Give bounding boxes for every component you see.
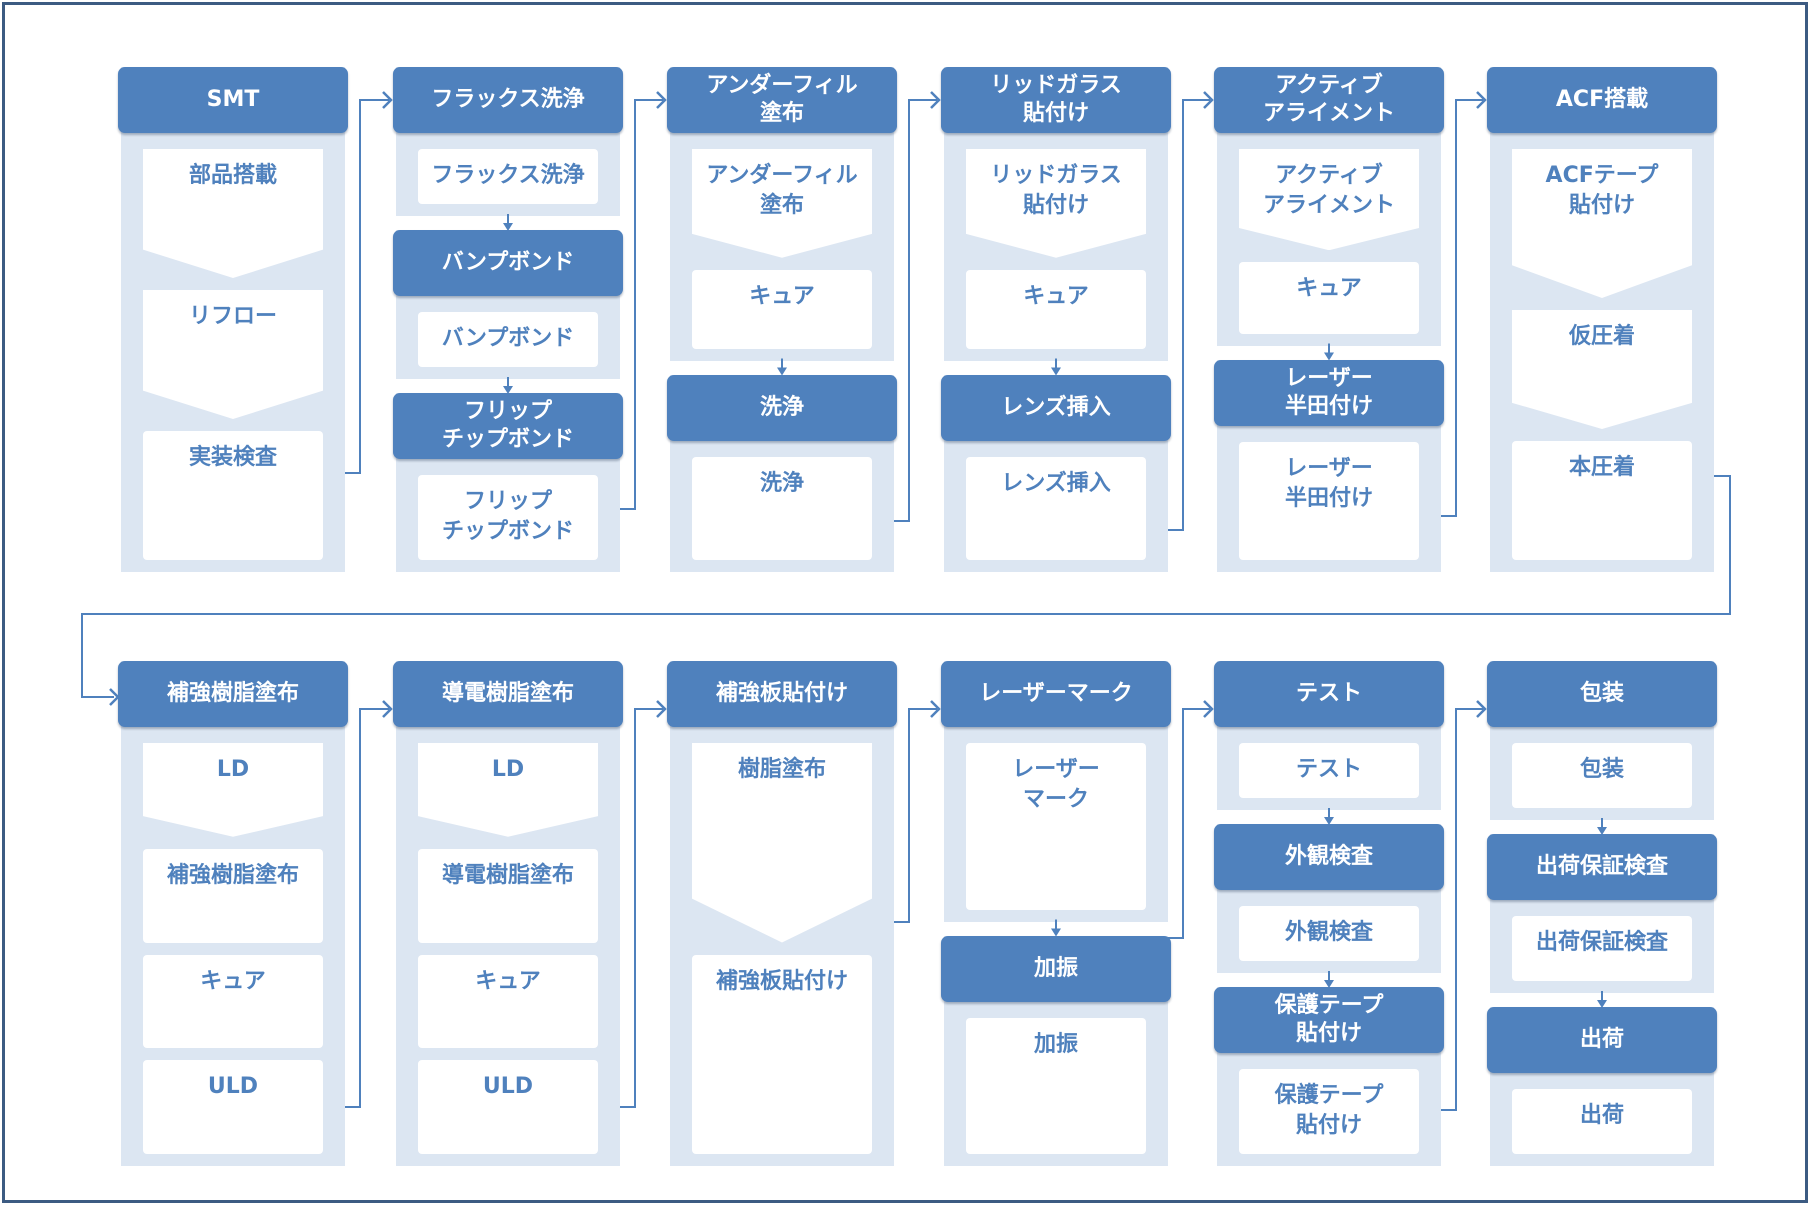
process-header-r0-c2-s0: アンダーフィル 塗布 [667, 67, 897, 133]
process-step-r1-c0-s0-1: 補強樹脂塗布 [143, 848, 323, 943]
process-step-r0-c2-s1-0: 洗浄 [692, 456, 872, 560]
process-step-r1-c0-s0-3: ULD [143, 1060, 323, 1154]
process-step-r0-c2-s0-0: アンダーフィル 塗布 [692, 149, 872, 258]
process-step-r1-c5-s0-0: 包装 [1512, 743, 1692, 808]
process-step-r0-c0-s0-0: 部品搭載 [143, 149, 323, 278]
process-step-r0-c1-s2-0: フリップ チップボンド [418, 475, 598, 560]
process-step-r1-c4-s1-0: 外観検査 [1239, 906, 1419, 961]
process-step-r0-c1-s1-0: バンプボンド [418, 312, 598, 367]
process-step-r1-c3-s1-0: 加振 [966, 1017, 1146, 1154]
process-step-r1-c2-s0-1: 補強板貼付け [692, 954, 872, 1154]
process-header-r0-c3-s0: リッドガラス 貼付け [941, 67, 1171, 133]
process-step-r0-c4-s0-0: アクティブ アライメント [1239, 149, 1419, 251]
process-step-r0-c5-s0-2: 本圧着 [1512, 441, 1692, 560]
process-step-r1-c3-s0-0: レーザー マーク [966, 743, 1146, 910]
process-step-r1-c4-s2-0: 保護テープ 貼付け [1239, 1069, 1419, 1154]
process-header-r1-c4-s1: 外観検査 [1214, 824, 1444, 890]
process-header-r1-c0-s0: 補強樹脂塗布 [118, 661, 348, 727]
process-header-r0-c2-s1: 洗浄 [667, 374, 897, 441]
process-header-r1-c5-s1: 出荷保証検査 [1487, 834, 1717, 900]
process-step-r0-c3-s0-1: キュア [966, 269, 1146, 349]
process-step-r0-c0-s0-1: リフロー [143, 290, 323, 419]
process-header-r1-c2-s0: 補強板貼付け [667, 661, 897, 727]
process-step-r1-c5-s1-0: 出荷保証検査 [1512, 916, 1692, 981]
process-step-r0-c4-s1-0: レーザー 半田付け [1239, 441, 1419, 560]
process-header-r1-c3-s1: 加振 [941, 935, 1171, 1002]
process-step-r0-c5-s0-0: ACFテープ 貼付け [1512, 149, 1692, 298]
process-header-r0-c1-s0: フラックス洗浄 [393, 67, 623, 133]
process-step-r0-c1-s0-0: フラックス洗浄 [418, 149, 598, 204]
process-header-r0-c0-s0: SMT [118, 67, 348, 133]
process-step-r1-c1-s0-0: LD [418, 743, 598, 837]
process-header-r0-c1-s1: バンプボンド [393, 230, 623, 296]
process-header-r0-c5-s0: ACF搭載 [1487, 67, 1717, 133]
process-header-r1-c5-s2: 出荷 [1487, 1007, 1717, 1073]
process-step-r0-c3-s1-0: レンズ挿入 [966, 456, 1146, 560]
process-header-r0-c3-s1: レンズ挿入 [941, 374, 1171, 441]
process-header-r0-c1-s2: フリップ チップボンド [393, 393, 623, 459]
process-step-r1-c4-s0-0: テスト [1239, 743, 1419, 798]
process-step-r0-c2-s0-1: キュア [692, 269, 872, 349]
process-step-r1-c1-s0-3: ULD [418, 1060, 598, 1154]
process-step-r0-c5-s0-1: 仮圧着 [1512, 310, 1692, 429]
process-step-r0-c4-s0-1: キュア [1239, 262, 1419, 334]
process-header-r1-c1-s0: 導電樹脂塗布 [393, 661, 623, 727]
process-step-r0-c0-s0-2: 実装検査 [143, 431, 323, 560]
process-step-r1-c1-s0-2: キュア [418, 954, 598, 1049]
process-step-r1-c5-s2-0: 出荷 [1512, 1089, 1692, 1154]
process-header-r1-c4-s0: テスト [1214, 661, 1444, 727]
process-header-r1-c5-s0: 包装 [1487, 661, 1717, 727]
process-step-r1-c0-s0-2: キュア [143, 954, 323, 1049]
process-step-r1-c2-s0-0: 樹脂塗布 [692, 743, 872, 943]
process-step-r1-c1-s0-1: 導電樹脂塗布 [418, 848, 598, 943]
process-header-r1-c3-s0: レーザーマーク [941, 661, 1171, 727]
process-header-r0-c4-s0: アクティブ アライメント [1214, 67, 1444, 133]
process-step-r0-c3-s0-0: リッドガラス 貼付け [966, 149, 1146, 258]
process-header-r0-c4-s1: レーザー 半田付け [1214, 359, 1444, 426]
process-step-r1-c0-s0-0: LD [143, 743, 323, 837]
process-header-r1-c4-s2: 保護テープ 貼付け [1214, 987, 1444, 1053]
